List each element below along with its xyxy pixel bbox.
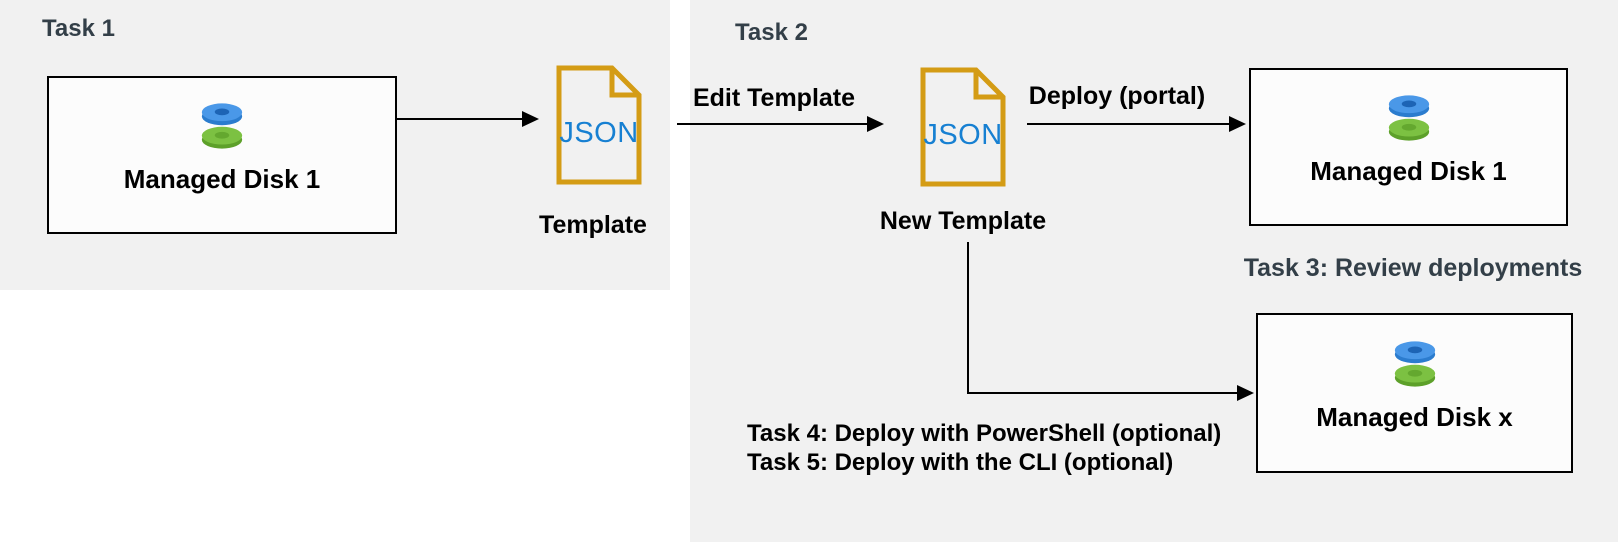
edit-template-label: Edit Template: [692, 84, 856, 112]
managed-disk-x-label: Managed Disk x: [1316, 402, 1513, 432]
task5-title: Task 5: Deploy with the CLI (optional): [747, 449, 1174, 476]
task3-title: Task 3: Review deployments: [1243, 254, 1583, 282]
json-document-text: JSON: [559, 117, 638, 149]
task4-task5-block: Task 4: Deploy with PowerShell (optional…: [747, 419, 1221, 477]
json-document-text: JSON: [923, 119, 1002, 151]
task1-title: Task 1: [42, 15, 115, 42]
deploy-portal-label: Deploy (portal): [1028, 82, 1206, 110]
task1-managed-disk-label: Managed Disk 1: [123, 164, 321, 194]
task4-title: Task 4: Deploy with PowerShell (optional…: [747, 420, 1222, 447]
task1-managed-disk-box: Managed Disk 1: [47, 76, 397, 234]
managed-disk-icon: [1388, 95, 1429, 141]
managed-disk-x-box: Managed Disk x: [1256, 313, 1573, 473]
managed-disk-icon: [201, 103, 243, 149]
task2-title: Task 2: [735, 19, 808, 46]
task2-managed-disk-label: Managed Disk 1: [1310, 156, 1507, 186]
managed-disk-icon: [1394, 341, 1435, 387]
template-label: Template: [539, 211, 647, 239]
new-template-label: New Template: [879, 207, 1047, 235]
json-document-icon-new-template: JSON: [920, 67, 1006, 187]
json-document-icon-template: JSON: [556, 65, 642, 185]
task2-managed-disk-box: Managed Disk 1: [1249, 68, 1568, 226]
